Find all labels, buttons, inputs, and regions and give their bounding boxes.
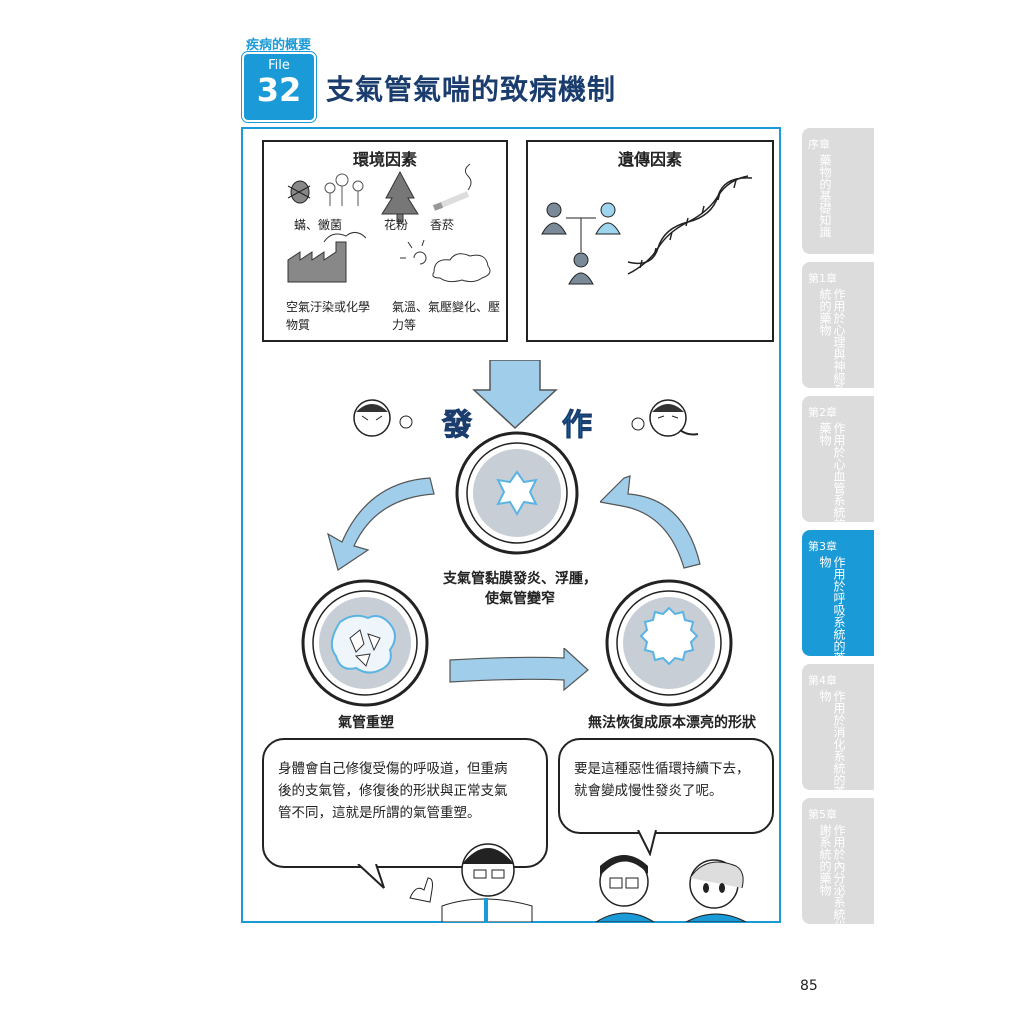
side-tab-0-text: 藥物的基礎知識 [818,154,832,238]
file-badge: File 32 [244,54,314,120]
environment-box: 環境因素 [262,140,508,342]
env-item-mite: 蟎、黴菌 [294,218,343,232]
airway-narrowed-icon [605,579,733,707]
weather-icon [400,239,491,283]
speech-bubble-left: 身體會自己修復受傷的呼吸道，但重病 後的支氣管，修復後的形狀與正常支氣 管不同，… [262,738,548,868]
family-icon [541,202,621,285]
pollen-tree-icon [381,170,419,223]
bubble-left-tail [357,864,385,889]
caption-inflammation-2: 使氣管變窄 [485,591,555,607]
attack-char-2: 作 [562,408,593,444]
speech-bubble-right: 要是這種惡性循環持續下去， 就會變成慢性發炎了呢。 [558,738,774,834]
side-tab-5-chapter: 第5章 [808,808,837,821]
genetic-illustration [541,175,753,285]
env-item-smoke: 香菸 [430,218,455,232]
env-item-weather: 氣溫、氣壓變化、壓力等 [392,300,501,332]
student-character-icon [595,855,655,922]
coughing-face-right-icon [631,399,699,437]
file-label: File [268,58,290,73]
side-tab-2-text: 作用於心血管系統的藥物 [818,422,846,530]
side-tab-3[interactable]: 第3章 作用於呼吸系統的藥物 [802,530,874,664]
airway-top-icon [455,431,579,555]
doctor-character-icon [409,843,533,922]
section-label: 疾病的概要 [246,38,312,53]
caption-remodeling: 氣管重塑 [338,715,394,731]
environment-icons [287,163,491,283]
down-arrow-icon [472,360,558,430]
env-item-pollen: 花粉 [384,218,409,232]
side-tab-3-chapter: 第3章 [808,540,837,553]
arrow-right-icon [449,648,589,692]
caption-no-recovery: 無法恢復成原本漂亮的形狀 [588,715,756,731]
side-tab-3-text: 作用於呼吸系統的藥物 [818,556,846,664]
dna-icon [627,175,753,275]
girl-character-icon [685,859,747,922]
airway-remodeled-icon [301,579,429,707]
file-number: 32 [256,71,302,109]
bubble-left-line-2: 後的支氣管，修復後的形狀與正常支氣 [278,783,508,799]
bubble-left-line-1: 身體會自己修復受傷的呼吸道，但重病 [278,761,508,777]
factory-icon [287,232,367,283]
side-tab-0[interactable]: 序章 藥物的基礎知識 [802,128,874,254]
bubble-right-line-1: 要是這種惡性循環持續下去， [574,761,750,777]
side-tab-5-text: 作用於內分泌系統代謝系統的藥物 [818,824,846,932]
env-item-pollution: 空氣汙染或化學物質 [286,300,371,332]
side-tab-4-chapter: 第4章 [808,674,837,687]
genetic-box: 遺傳因素 [526,140,774,342]
mold-icon [324,173,364,206]
page-number: 85 [800,978,818,994]
side-tab-2[interactable]: 第2章 作用於心血管系統的藥物 [802,396,874,530]
genetic-title: 遺傳因素 [617,150,682,169]
side-tab-1-chapter: 第1章 [808,272,837,285]
side-tab-4[interactable]: 第4章 作用於消化系統的藥物 [802,664,874,798]
bubble-right-line-2: 就會變成慢性發炎了呢。 [574,783,723,799]
page-title: 支氣管氣喘的致病機制 [326,73,617,106]
side-tab-5[interactable]: 第5章 作用於內分泌系統代謝系統的藥物 [802,798,874,932]
bubble-left-line-3: 管不同，這就是所謂的氣管重塑。 [278,805,481,821]
attack-char-1: 發 [442,408,473,444]
side-tab-0-chapter: 序章 [808,138,830,151]
arrow-right-curved-icon [600,475,701,569]
arrow-left-curved-icon [327,477,435,571]
side-tab-4-text: 作用於消化系統的藥物 [818,690,846,798]
environment-title: 環境因素 [352,150,417,169]
cigarette-icon [432,163,472,211]
side-tab-1[interactable]: 第1章 作用於心理與神經系統的藥物 [802,262,874,396]
bubble-right-tail [637,830,657,856]
mite-icon [287,180,311,204]
coughing-face-left-icon [353,399,413,437]
side-tab-1-text: 作用於心理與神經系統的藥物 [818,288,846,396]
side-tab-2-chapter: 第2章 [808,406,837,419]
caption-inflammation-1: 支氣管黏膜發炎、浮腫， [443,571,597,587]
main-frame [241,127,781,923]
